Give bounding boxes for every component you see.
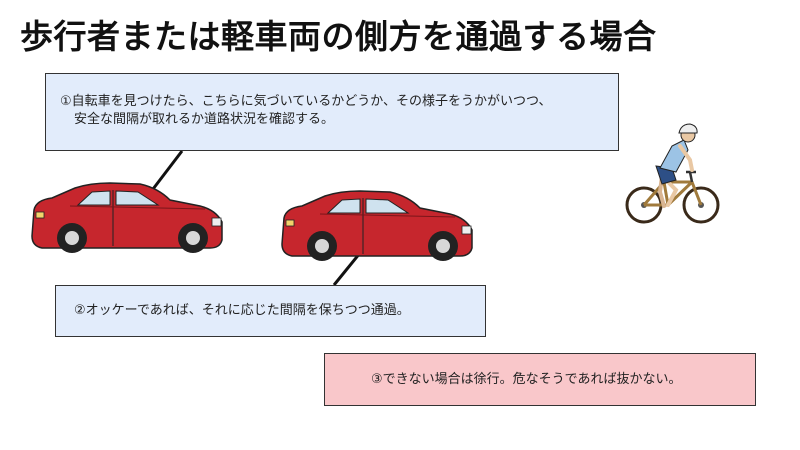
note-2-text: ②オッケーであれば、それに応じた間隔を保ちつつ通過。 [74,303,410,318]
note-box-2: ②オッケーであれば、それに応じた間隔を保ちつつ通過。 [55,285,486,337]
note-box-3: ③できない場合は徐行。危なそうであれば抜かない。 [324,353,756,406]
car-icon [281,190,473,261]
callout-pointer-1 [148,150,184,194]
note-1-line-2: 安全な間隔が取れるか道路状況を確認する。 [74,112,335,127]
callout-pointer-2 [332,252,362,286]
bicycle-rider-icon [625,123,720,224]
note-3-text: ③できない場合は徐行。危なそうであれば抜かない。 [371,372,682,387]
note-1-line-1: ①自転車を見つけたら、こちらに気づいているかどうか、その様子をうかがいつつ、 [60,94,552,109]
note-box-1: ①自転車を見つけたら、こちらに気づいているかどうか、その様子をうかがいつつ、 安… [45,73,619,151]
car-icon [31,182,223,253]
page-title: 歩行者または軽車両の側方を通過する場合 [20,17,657,56]
